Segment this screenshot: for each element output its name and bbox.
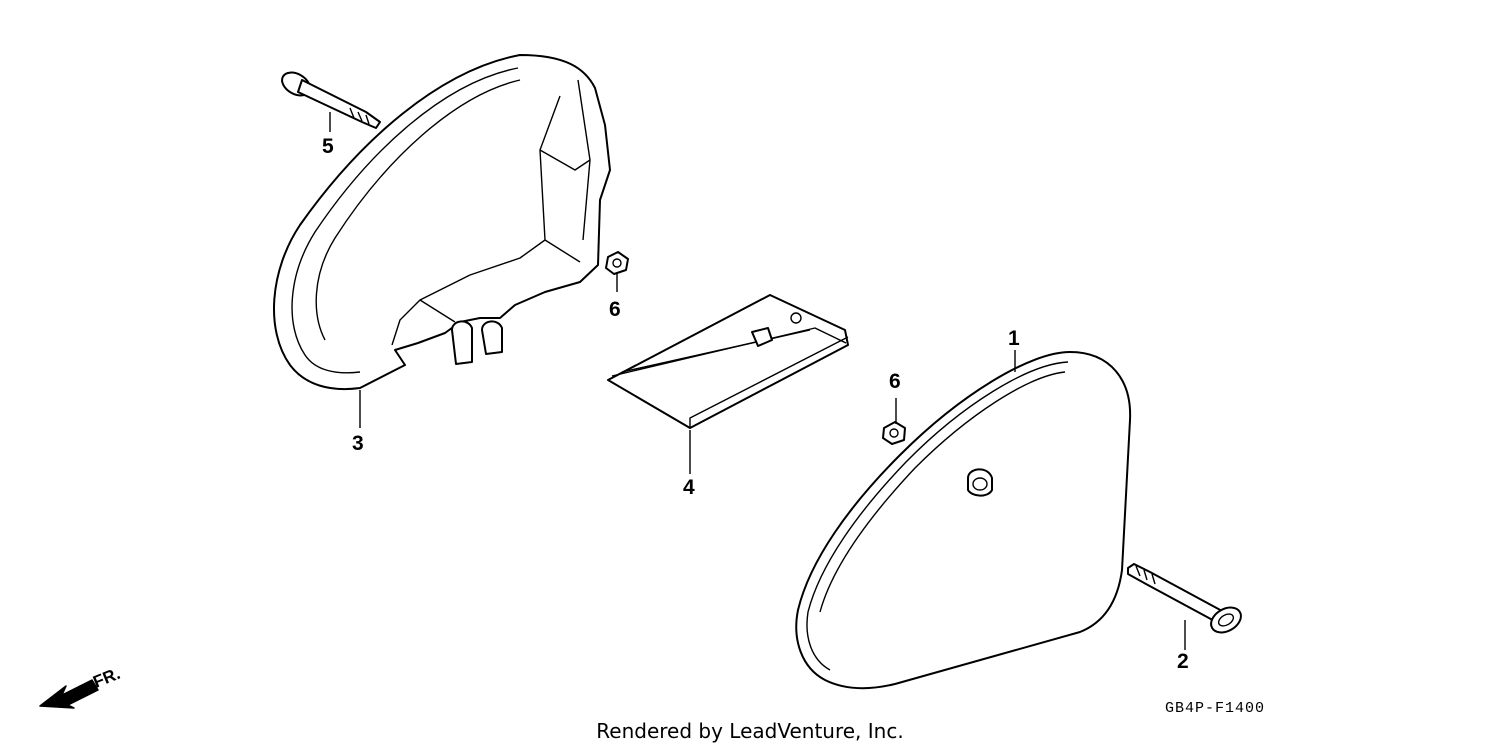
callout-part-4: 4 <box>683 476 695 499</box>
render-credit: Rendered by LeadVenture, Inc. <box>596 719 903 743</box>
callout-part-6-upper: 6 <box>609 298 621 321</box>
leader-lines <box>329 112 1186 650</box>
left-side-cover-part-3 <box>273 54 611 391</box>
callout-part-5: 5 <box>322 135 334 158</box>
diagram-code: GB4P-F1400 <box>1165 700 1265 717</box>
nut-part-6b <box>882 421 906 445</box>
callout-part-3: 3 <box>352 432 364 455</box>
plate-part-4 <box>607 294 849 429</box>
right-side-cover-part-1 <box>795 351 1132 690</box>
callout-part-6-lower: 6 <box>889 370 901 393</box>
bolt-part-2 <box>1127 563 1242 634</box>
nut-part-6a <box>605 251 629 275</box>
callout-part-1: 1 <box>1008 327 1020 350</box>
bolt-part-5 <box>281 71 381 129</box>
front-arrow-icon <box>39 679 99 709</box>
front-direction-label: FR. <box>90 664 123 692</box>
callout-part-2: 2 <box>1177 650 1189 673</box>
